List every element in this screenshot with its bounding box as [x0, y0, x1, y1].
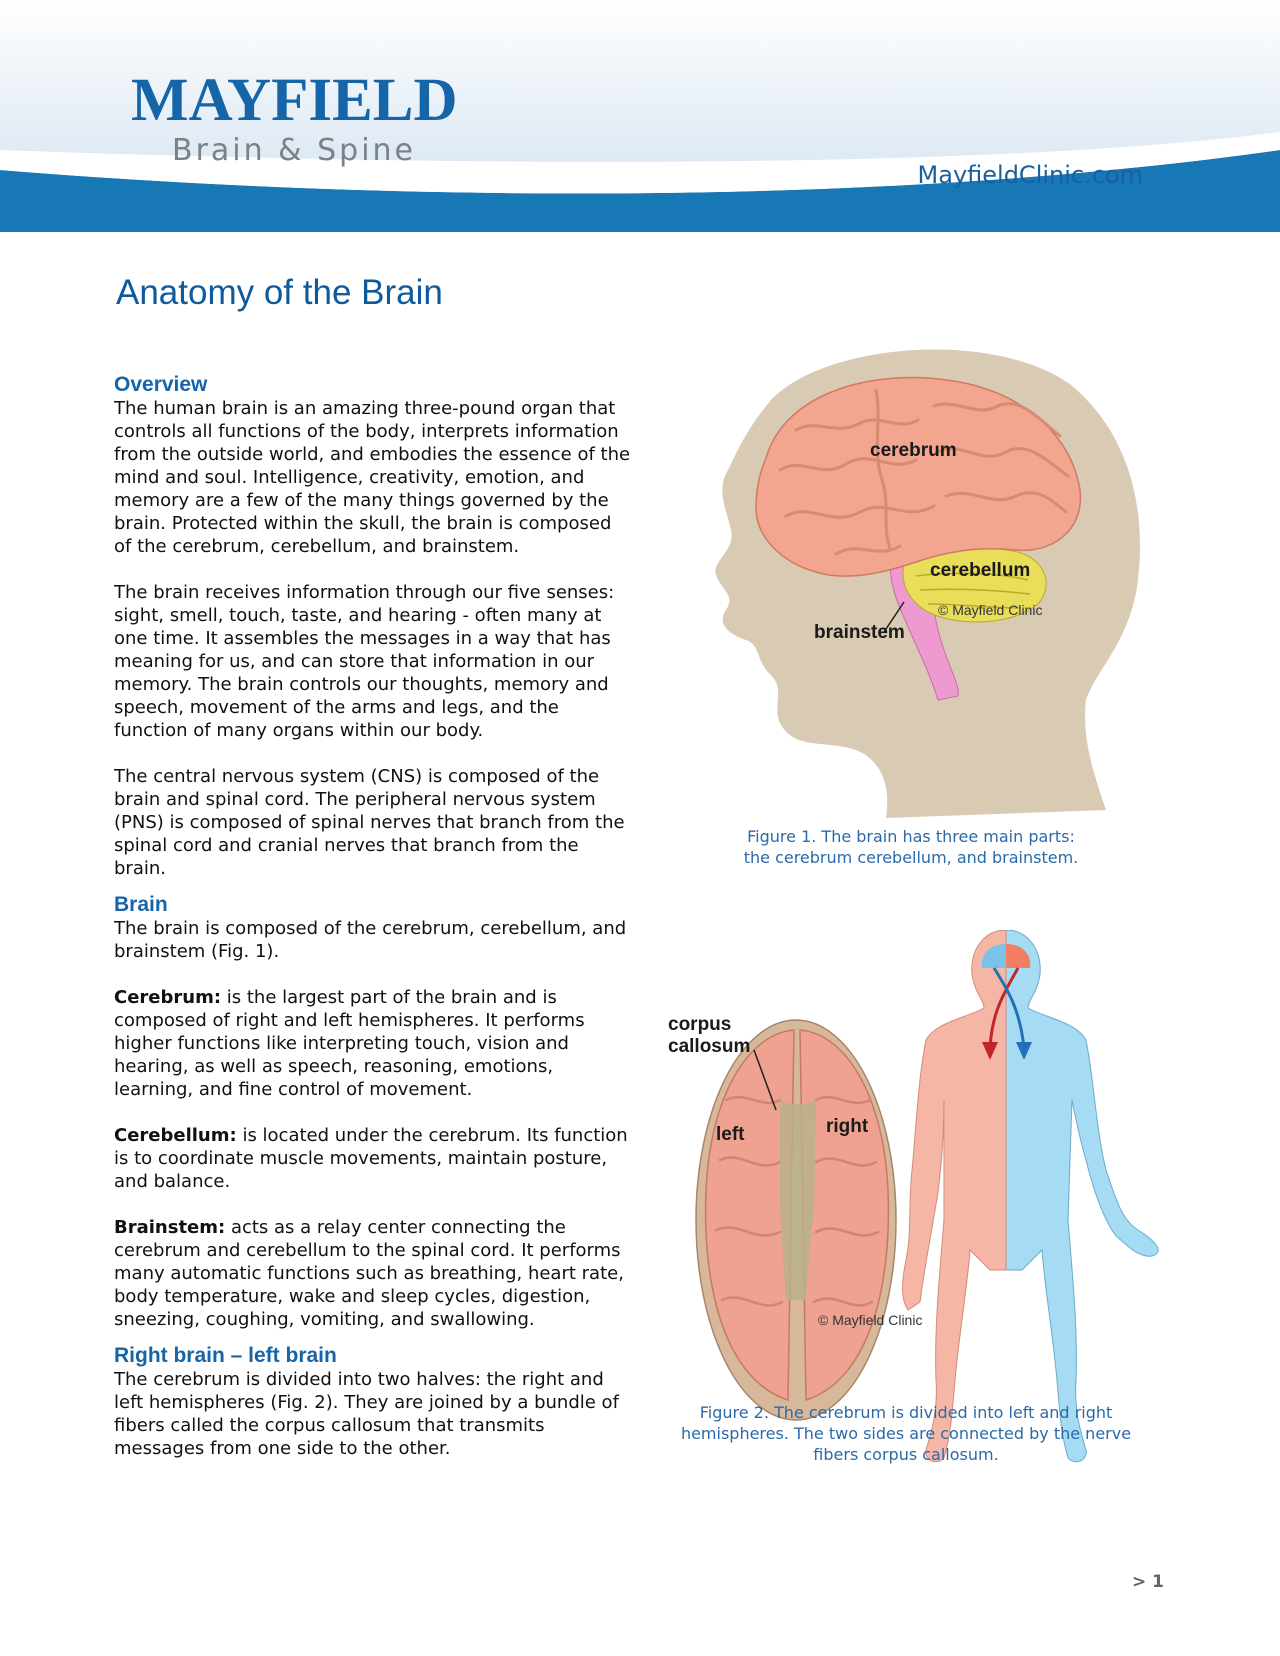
page-header: MAYFIELD Brain & Spine MayfieldClinic.co… — [0, 0, 1280, 232]
hemispheres-illustration — [695, 929, 1159, 1463]
page-number: > 1 — [1132, 1572, 1164, 1592]
brain-heading: Brain — [114, 893, 168, 916]
page-title: Anatomy of the Brain — [116, 273, 443, 312]
figure-1-caption-line-1: Figure 1. The brain has three main parts… — [747, 827, 1075, 846]
overview-paragraph-3: The central nervous system (CNS) is comp… — [114, 766, 625, 879]
mini-brain-right — [1006, 944, 1031, 968]
cerebellum-paragraph: Cerebellum: is located under the cerebru… — [114, 1124, 634, 1193]
site-url-link[interactable]: MayfieldClinic.com — [917, 161, 1143, 189]
brain-intro: The brain is composed of the cerebrum, c… — [114, 918, 627, 962]
overview-paragraph-1: The human brain is an amazing three-poun… — [114, 398, 631, 557]
brainstem-term: Brainstem: — [114, 1217, 226, 1238]
brainstem-text: acts as a relay center connecting the ce… — [114, 1217, 624, 1330]
overview-heading: Overview — [114, 373, 208, 396]
cerebrum-paragraph: Cerebrum: is the largest part of the bra… — [114, 986, 634, 1101]
cerebrum-text: is the largest part of the brain and is … — [114, 987, 585, 1100]
figure-1-caption: Figure 1. The brain has three main parts… — [676, 826, 1146, 868]
figure-2-caption: Figure 2. The cerebrum is divided into l… — [656, 1402, 1156, 1465]
body-left-half — [902, 929, 1007, 1463]
right-left-brain-paragraph: The cerebrum is divided into two halves:… — [114, 1369, 619, 1459]
figure-2-hemispheres: corpus callosum left right © Mayfield Cl… — [668, 929, 1176, 1480]
body-right-half — [1005, 929, 1159, 1463]
right-left-brain-heading: Right brain – left brain — [114, 1344, 337, 1367]
cerebrum-label: cerebrum — [870, 440, 957, 461]
head-brain-illustration — [715, 349, 1140, 818]
cerebellum-label: cerebellum — [930, 560, 1031, 581]
red-pathway-arrow — [988, 967, 1020, 1049]
brand-logo-wordmark: MAYFIELD — [131, 67, 458, 134]
mini-brain-left — [981, 944, 1006, 968]
cerebellum-term: Cerebellum: — [114, 1125, 237, 1146]
cerebellum-text: is located under the cerebrum. Its funct… — [114, 1125, 628, 1192]
article-body: Overview The human brain is an amazing t… — [114, 372, 634, 1460]
figure-1-caption-line-2: the cerebrum cerebellum, and brainstem. — [743, 848, 1079, 867]
cerebrum-term: Cerebrum: — [114, 987, 222, 1008]
figure-1-copyright: © Mayfield Clinic — [938, 602, 1043, 618]
figure-1-brain-parts: cerebrum cerebellum brainstem © Mayfield… — [676, 340, 1146, 867]
brainstem-paragraph: Brainstem: acts as a relay center connec… — [114, 1216, 634, 1331]
blue-pathway-arrow — [992, 967, 1026, 1049]
right-hemisphere-label: right — [826, 1116, 869, 1137]
header-wave-background — [0, 0, 1280, 232]
brand-logo-tagline: Brain & Spine — [172, 133, 417, 168]
figure-2-copyright: © Mayfield Clinic — [818, 1312, 923, 1328]
figure-2-caption-line-2: hemispheres. The two sides are connected… — [680, 1424, 1132, 1443]
figure-2-caption-line-3: fibers corpus callosum. — [813, 1445, 999, 1464]
overview-paragraph-2: The brain receives information through o… — [114, 582, 615, 741]
corpus-callosum-shape — [780, 1100, 816, 1300]
figure-2-caption-line-1: Figure 2. The cerebrum is divided into l… — [699, 1403, 1113, 1422]
top-view-right-hemisphere — [799, 1029, 890, 1402]
top-view-left-hemisphere — [704, 1029, 795, 1402]
brainstem-label: brainstem — [814, 622, 905, 643]
corpus-callosum-label: corpus callosum — [668, 1014, 751, 1057]
left-hemisphere-label: left — [716, 1124, 745, 1145]
